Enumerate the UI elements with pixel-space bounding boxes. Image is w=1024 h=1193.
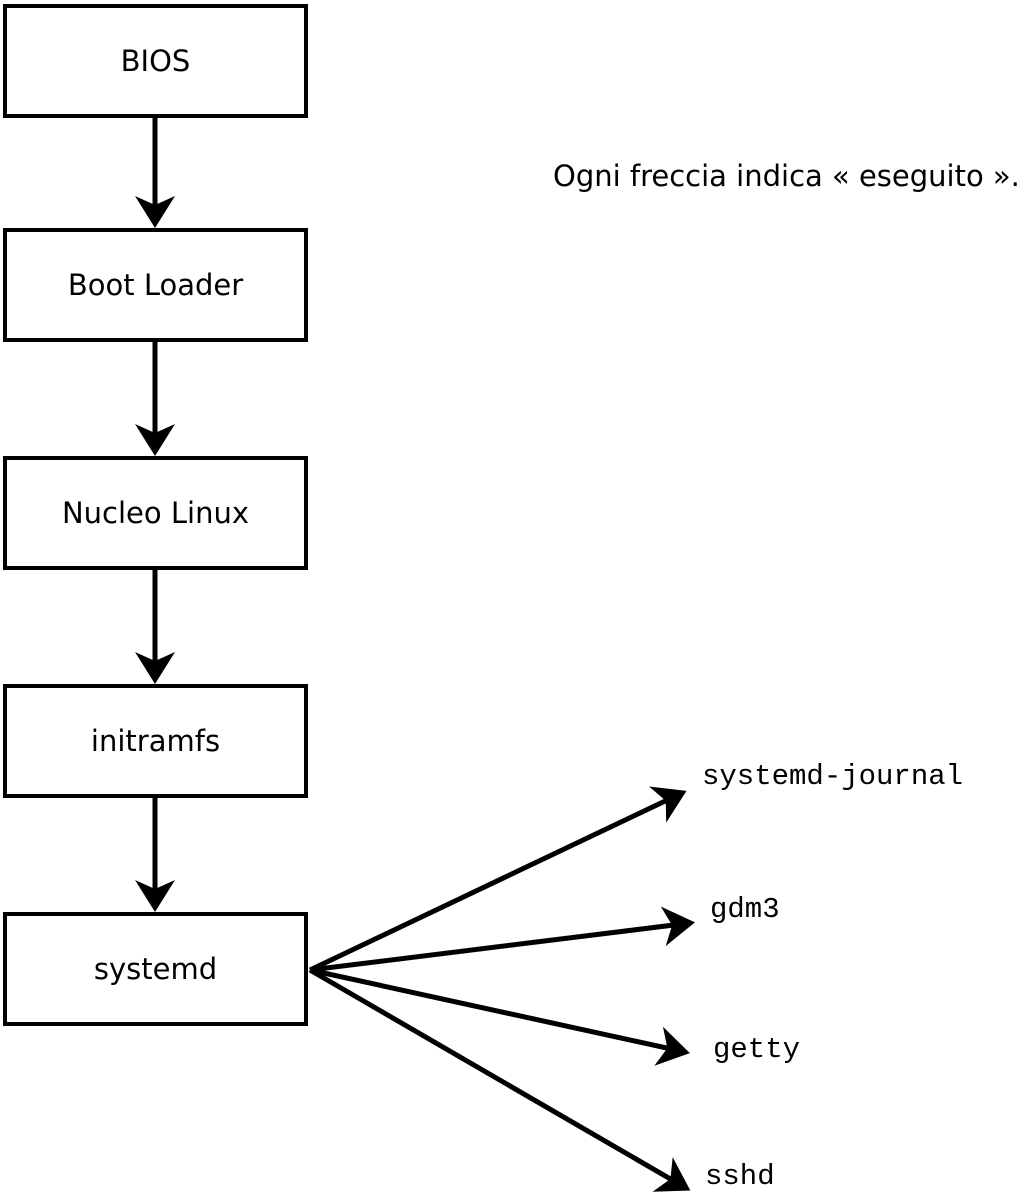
- node-boot-loader: Boot Loader: [3, 228, 308, 342]
- node-linux-kernel-label: Nucleo Linux: [61, 495, 249, 530]
- arrow-systemd-to-gdm3: [309, 906, 695, 973]
- arrow-systemd-to-sshd: [308, 967, 691, 1192]
- arrow-systemd-to-journal: [308, 786, 687, 973]
- arrow-systemd-to-getty: [309, 967, 690, 1066]
- node-boot-loader-label: Boot Loader: [67, 267, 244, 302]
- node-bios-label: BIOS: [120, 43, 191, 78]
- node-systemd-label: systemd: [93, 951, 218, 986]
- node-linux-kernel: Nucleo Linux: [3, 456, 308, 570]
- service-label-sshd: sshd: [705, 1160, 775, 1193]
- service-label-gdm3: gdm3: [710, 893, 780, 926]
- node-initramfs-label: initramfs: [90, 723, 221, 758]
- service-label-getty: getty: [713, 1033, 801, 1066]
- service-label-systemd-journal: systemd-journal: [702, 760, 964, 793]
- node-initramfs: initramfs: [3, 684, 308, 798]
- legend-note: Ogni freccia indica « eseguito ».: [553, 159, 1020, 193]
- node-systemd: systemd: [3, 912, 308, 1026]
- node-bios: BIOS: [3, 4, 308, 118]
